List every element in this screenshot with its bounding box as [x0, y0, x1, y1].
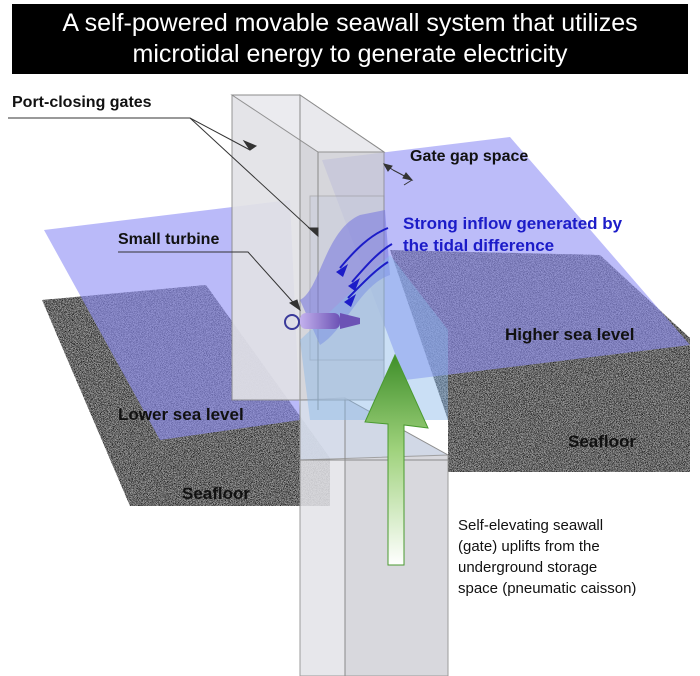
inflow-channel [300, 210, 390, 345]
uplift-arrow-icon [364, 353, 429, 566]
strong-inflow-line-1: Strong inflow generated by [403, 214, 623, 233]
higher-sea-level-plane [322, 137, 690, 380]
title-line-1: A self-powered movable seawall system th… [62, 9, 638, 37]
lower-sea-level-label: Lower sea level [118, 405, 244, 424]
higher-sea-level-label: Higher sea level [505, 325, 635, 344]
gate-gap-space-label: Gate gap space [410, 148, 529, 165]
seafloor-left-label: Seafloor [182, 484, 251, 503]
self-elevating-line-2: (gate) uplifts from the [458, 538, 600, 555]
self-elevating-line-4: space (pneumatic caisson) [458, 580, 637, 597]
small-turbine-label: Small turbine [118, 231, 220, 248]
self-elevating-line-1: Self-elevating seawall [458, 517, 604, 534]
strong-inflow-label: Strong inflow generated by the tidal dif… [403, 213, 622, 257]
seafloor-right-label: Seafloor [568, 432, 637, 451]
title-banner: A self-powered movable seawall system th… [12, 4, 688, 74]
port-closing-gates-label: Port-closing gates [12, 94, 152, 111]
self-elevating-line-3: underground storage [458, 559, 598, 576]
title-line-2: microtidal energy to generate electricit… [132, 40, 568, 68]
leader-lines [8, 117, 414, 312]
strong-inflow-line-2: the tidal difference [403, 236, 555, 255]
inflow-arrows-icon [336, 227, 393, 307]
gate-water [300, 255, 448, 420]
caisson-box [299, 397, 450, 676]
self-elevating-description: Self-elevating seawall (gate) uplifts fr… [458, 515, 636, 599]
turbine-icon [284, 313, 360, 330]
